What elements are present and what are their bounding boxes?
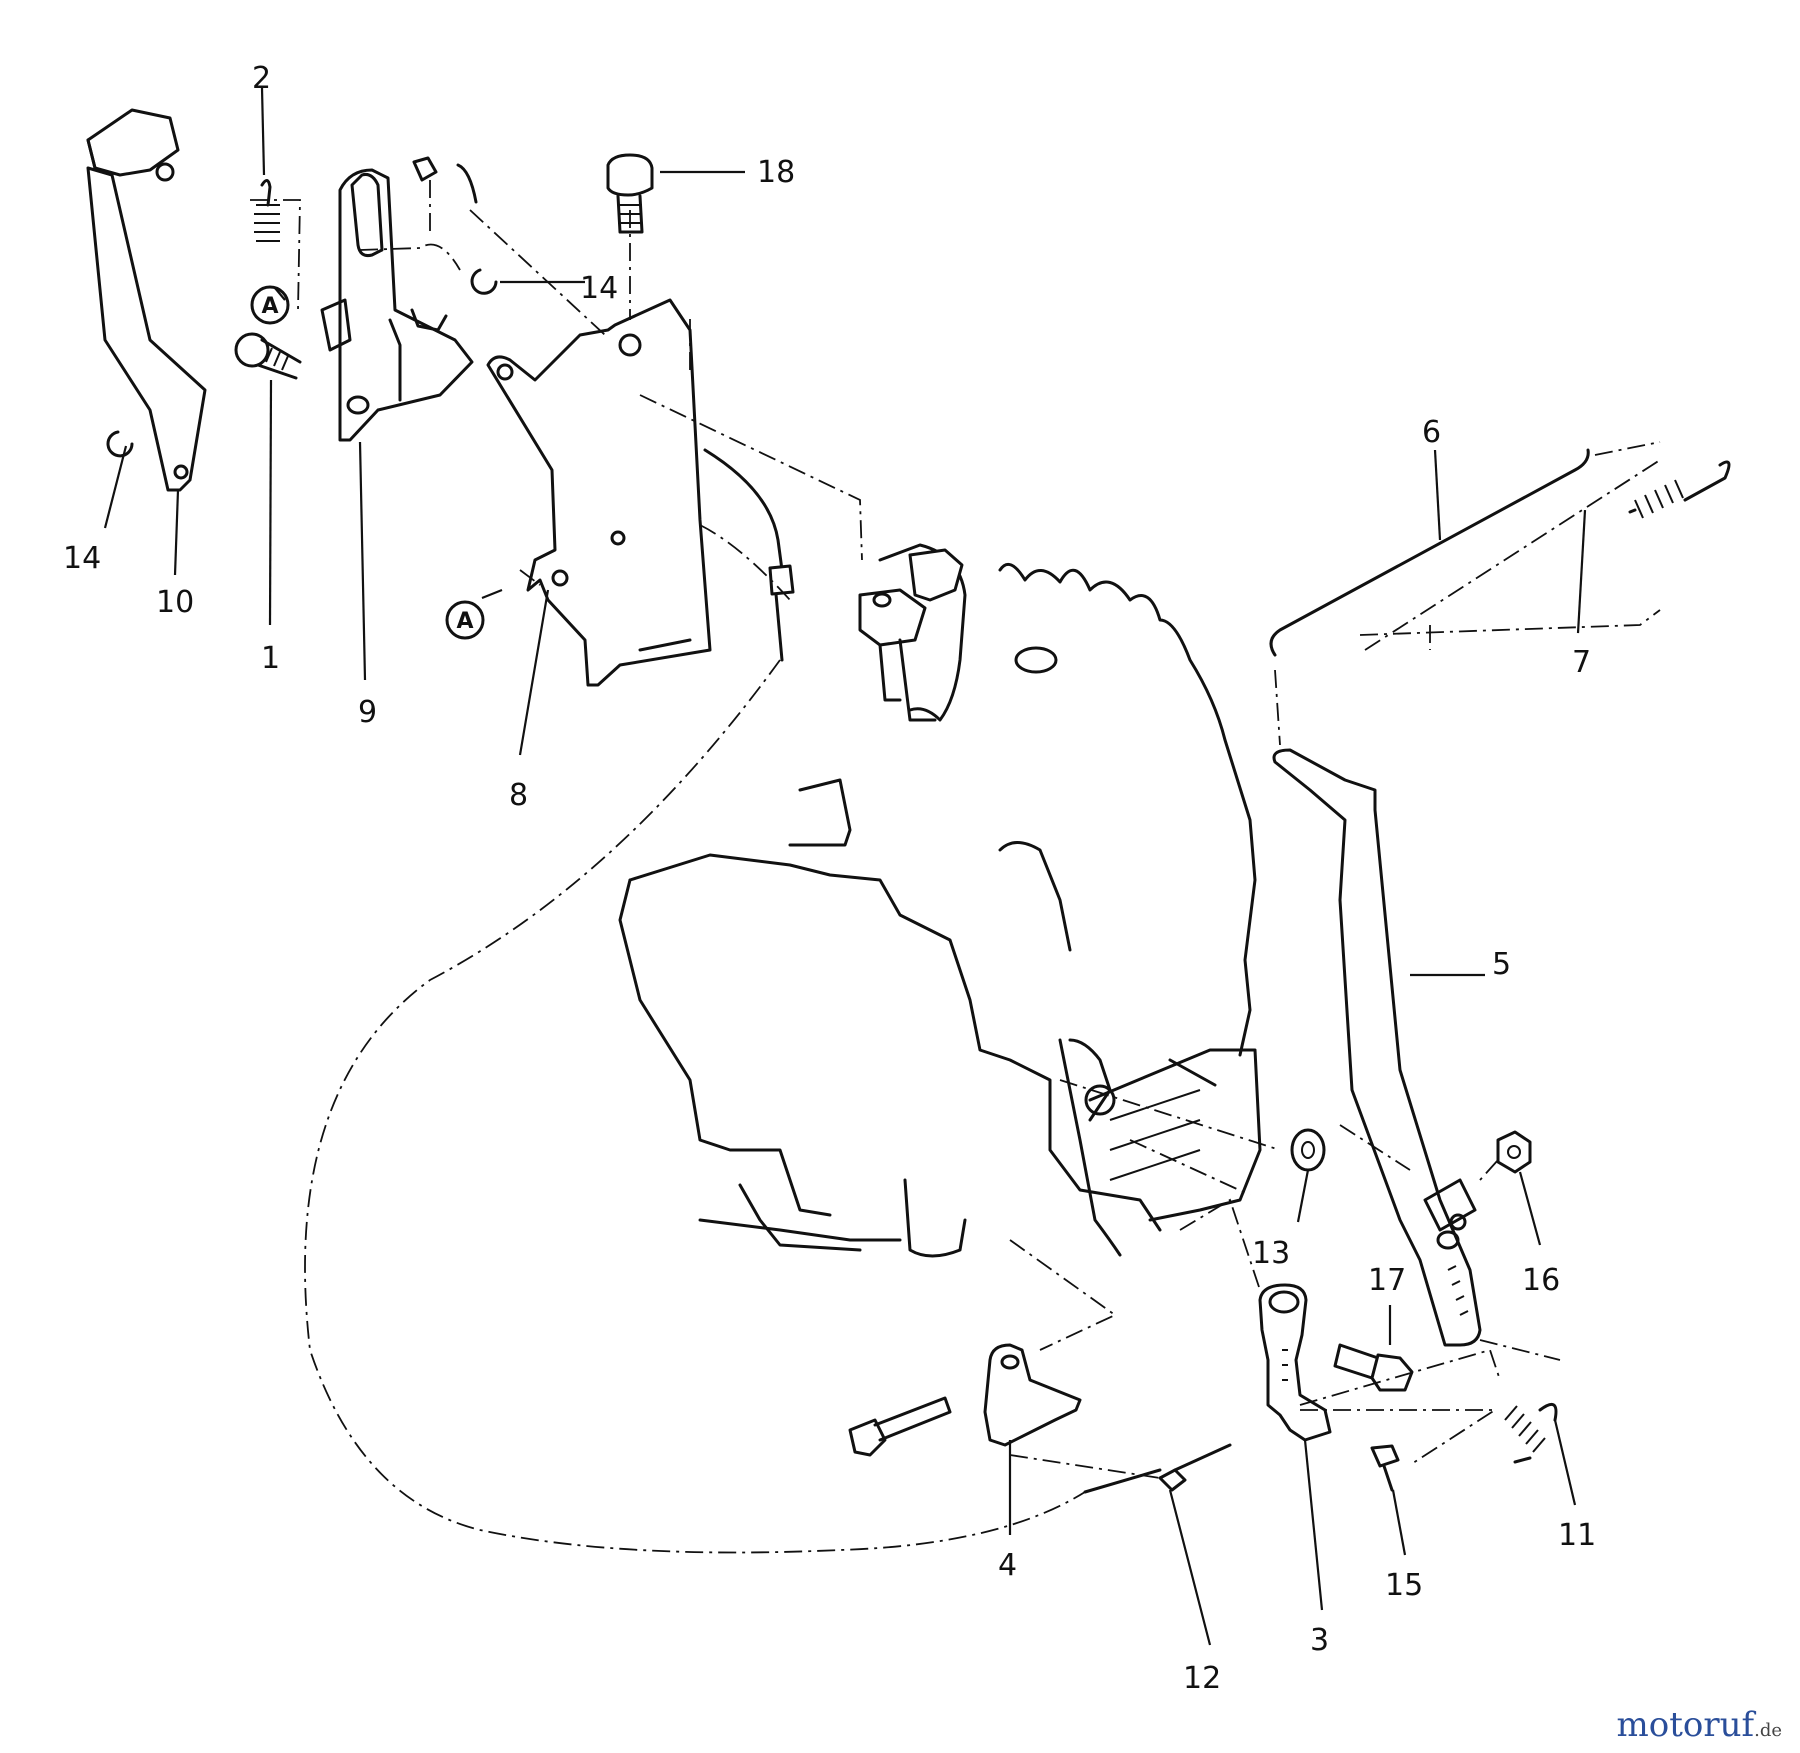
part-14-clip-middle: [470, 268, 498, 295]
callout-numbers: 2 18 14 14 10 1 9 8 6 7 5 13 17 16 4 12 …: [63, 61, 1596, 1696]
part-13-washer: [1290, 1128, 1326, 1172]
callout-1: 1: [261, 641, 280, 676]
callout-8: 8: [509, 778, 528, 813]
callout-14-middle: 14: [580, 271, 618, 306]
part-8-governor-bracket: [486, 298, 712, 687]
callout-15: 15: [1385, 1568, 1423, 1603]
leader-lines: [103, 87, 1587, 1646]
callout-13: 13: [1252, 1236, 1290, 1271]
callout-16: 16: [1522, 1263, 1560, 1298]
callout-6: 6: [1422, 415, 1441, 450]
part-16-nut: [1496, 1130, 1532, 1174]
callout-3: 3: [1310, 1623, 1329, 1658]
callout-12: 12: [1183, 1661, 1221, 1696]
part-6-rod: [1269, 448, 1590, 657]
assembly-dashed-lines: [250, 180, 1661, 1554]
marker-a-top: A: [250, 285, 290, 325]
part-10-control-lever: [86, 108, 207, 492]
part-17-bolt: [1333, 1343, 1414, 1392]
callout-10: 10: [156, 585, 194, 620]
callout-2: 2: [252, 61, 271, 96]
marker-a-bottom: A: [445, 600, 485, 640]
engine-block: [618, 543, 1262, 1258]
part-1-bolt: [234, 332, 302, 380]
part-3-swivel-arm: [1258, 1283, 1332, 1442]
part-15-screw: [1370, 1444, 1400, 1492]
part-12-cable-end: [1083, 1443, 1232, 1494]
callout-4: 4: [998, 1548, 1017, 1583]
part-9-bracket-plate: [320, 168, 474, 442]
callout-9: 9: [358, 695, 377, 730]
svg-text:A: A: [261, 294, 278, 319]
callout-11: 11: [1558, 1518, 1596, 1553]
svg-text:A: A: [456, 609, 473, 634]
part-7-spring: [1628, 460, 1731, 519]
adjusting-screw: [848, 1396, 952, 1457]
carburetor-linkage: [858, 548, 964, 722]
callout-14-left: 14: [63, 541, 101, 576]
governor-cable: [703, 448, 795, 662]
callout-7: 7: [1572, 645, 1591, 680]
callout-5: 5: [1492, 947, 1511, 982]
part-11-spring: [1504, 1402, 1558, 1464]
part-18-bolt: [606, 153, 654, 234]
part-14-clip-left: [106, 430, 134, 458]
part-2-spring: [254, 179, 280, 242]
watermark-logo: motoruf.de: [1616, 1705, 1782, 1745]
part-5-throttle-arm: [1272, 748, 1482, 1347]
cable-end-cap: [412, 156, 478, 204]
part-4-mount-bracket: [983, 1343, 1082, 1447]
callout-18: 18: [757, 155, 795, 190]
callout-17: 17: [1368, 1263, 1406, 1298]
